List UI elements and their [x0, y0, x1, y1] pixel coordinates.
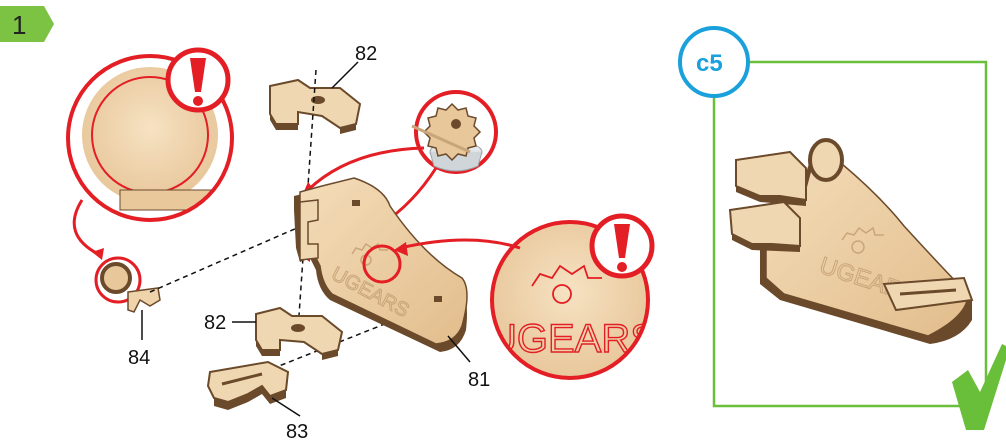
glue-arrow-1: [306, 146, 425, 192]
callout-arrow-disc: [72, 199, 101, 257]
part-label-84: 84: [128, 347, 150, 369]
callout-brand-text: UGEARS: [488, 317, 657, 361]
result-label: c5: [696, 50, 723, 77]
checkmark-icon: [952, 344, 1006, 430]
part-label-82-bottom: 82: [204, 312, 226, 334]
part-label-81: 81: [468, 369, 490, 391]
warning-exclamation-icon: [165, 47, 231, 113]
part-81-panel: UGEARS: [294, 177, 468, 352]
warning-exclamation-icon-2: [589, 213, 655, 279]
part-82-top: [269, 78, 362, 134]
result-panel: c5 UGEARS: [678, 26, 988, 408]
gear-icon: [422, 102, 482, 162]
callout-arrow-logo: [399, 238, 521, 250]
step-number: 1: [12, 10, 26, 40]
part-82-bottom: [255, 306, 344, 360]
part-label-82-top: 82: [355, 43, 377, 65]
part-84-disc: [94, 256, 161, 313]
glue-callout: [411, 90, 498, 174]
part-label-83: 83: [286, 421, 308, 443]
part-83: [206, 360, 290, 410]
step-badge: 1: [0, 6, 54, 42]
